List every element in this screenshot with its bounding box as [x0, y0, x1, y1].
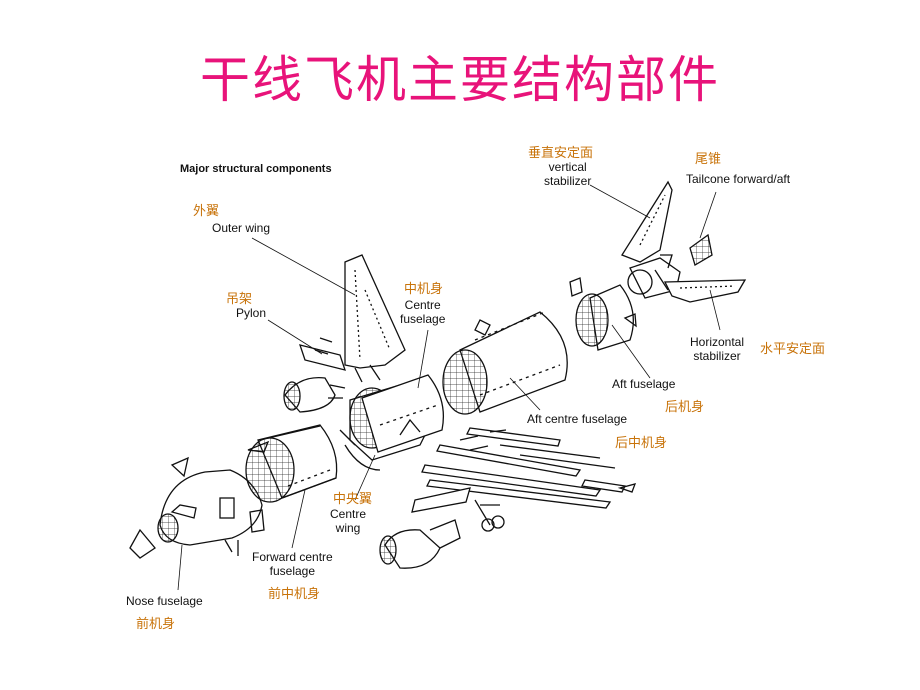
nose-fuselage-zh-label: 前机身 — [136, 617, 176, 632]
lower-engine-part — [379, 519, 461, 569]
outer-wing-part — [344, 254, 406, 383]
floor-structure-part — [421, 427, 637, 509]
horizontal-stabilizer-zh-label: 水平安定面 — [760, 342, 826, 357]
vertical-stabilizer-label: vertical stabilizer — [544, 160, 592, 188]
forward-centre-fuselage-label: Forward centre fuselage — [252, 550, 333, 578]
aft-centre-fuselage-part — [442, 311, 568, 415]
nose-fuselage-label: Nose fuselage — [126, 594, 203, 608]
outer-wing-label: Outer wing — [212, 221, 271, 235]
aft-centre-fuselage-zh-label: 后中机身 — [615, 436, 668, 451]
leader-lines — [177, 184, 721, 591]
aft-centre-fuselage-label: Aft centre fuselage — [527, 412, 628, 426]
aft-fuselage-label: Aft fuselage — [612, 377, 676, 391]
centre-wing-label: Centre wing — [330, 507, 367, 535]
tailcone-label: Tailcone forward/aft — [686, 172, 791, 186]
vertical-stabilizer-part — [621, 180, 673, 263]
horizontal-stabilizer-part — [654, 269, 747, 303]
centre-fuselage-zh-label: 中机身 — [404, 282, 444, 297]
landing-gear-part — [411, 487, 505, 532]
forward-centre-fuselage-zh-label: 前中机身 — [268, 587, 321, 602]
aft-fuselage-zh-label: 后机身 — [665, 400, 705, 415]
horizontal-stabilizer-label: Horizontal stabilizer — [690, 335, 745, 363]
pylon-zh-label: 吊架 — [226, 292, 253, 307]
centre-fuselage-part — [361, 374, 445, 453]
pylon-label: Pylon — [236, 306, 267, 320]
forward-centre-fuselage-part — [245, 424, 338, 503]
outer-wing-zh-label: 外翼 — [193, 204, 220, 219]
vertical-stabilizer-zh-label: 垂直安定面 — [528, 146, 594, 161]
centre-fuselage-label: Centre fuselage — [400, 298, 446, 326]
centre-wing-zh-label: 中央翼 — [333, 492, 373, 507]
diagram-title: Major structural components — [180, 163, 332, 175]
pylon-and-engine-part — [283, 337, 346, 413]
nose-fuselage-part — [129, 456, 265, 559]
page-title: 干线飞机主要结构部件 — [200, 51, 720, 109]
tailcone-zh-label: 尾锥 — [695, 152, 722, 167]
aft-fuselage-part — [569, 277, 637, 351]
